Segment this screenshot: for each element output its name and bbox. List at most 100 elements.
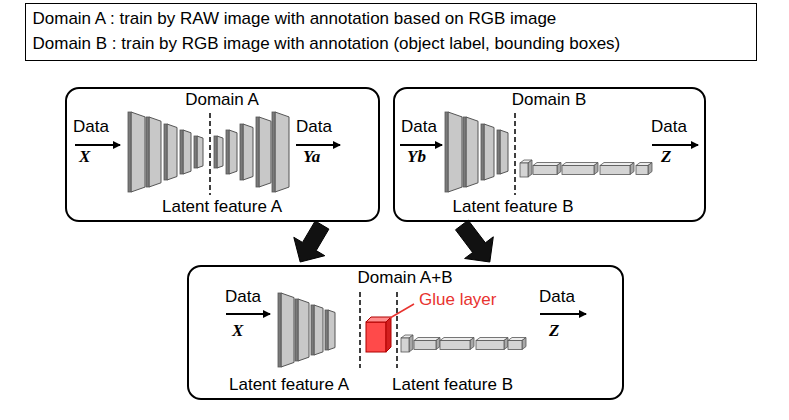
fc-top bbox=[600, 163, 634, 166]
data-arrow bbox=[652, 144, 698, 146]
layer-slab bbox=[484, 124, 494, 180]
node-text: Data bbox=[539, 287, 575, 307]
data-arrow bbox=[400, 144, 442, 146]
legend-box: Domain A : train by RAW image with annot… bbox=[25, 3, 757, 61]
node-text: Data bbox=[225, 287, 261, 307]
block-arrow bbox=[456, 220, 494, 262]
data-arrow bbox=[75, 144, 120, 146]
fc-top bbox=[440, 338, 474, 341]
fc-front bbox=[414, 341, 436, 350]
node-text: Data bbox=[651, 117, 687, 137]
layer-edge bbox=[272, 112, 275, 192]
domain-box: Domain B DataYb DataZ Latent feature B bbox=[393, 87, 706, 222]
layer-edge bbox=[180, 130, 183, 174]
glue-cube-front bbox=[366, 322, 386, 352]
data-arrow bbox=[540, 313, 586, 315]
fc-side bbox=[470, 338, 474, 350]
node-text: Z bbox=[661, 147, 671, 167]
layer-edge bbox=[146, 117, 149, 187]
dashed-split bbox=[514, 113, 516, 195]
node-text: Data bbox=[401, 117, 437, 137]
node-text: Yb bbox=[407, 147, 426, 167]
node-text: Domain B bbox=[512, 90, 587, 110]
fc-front bbox=[636, 166, 648, 175]
node-text: Latent feature B bbox=[392, 375, 513, 395]
layer-edge bbox=[164, 124, 167, 180]
fc-side bbox=[504, 338, 508, 350]
fc-side bbox=[522, 338, 526, 350]
fc-front bbox=[600, 166, 630, 175]
layer-slab bbox=[197, 136, 203, 168]
fc-side bbox=[648, 163, 652, 175]
dashed-split bbox=[359, 292, 361, 368]
layer-edge bbox=[497, 130, 500, 174]
node-text: Domain B : train by RGB image with annot… bbox=[33, 34, 621, 54]
data-arrow bbox=[296, 144, 340, 146]
layer-slab bbox=[448, 112, 462, 192]
layer-slab bbox=[243, 124, 253, 180]
leader-line bbox=[390, 304, 414, 318]
layer-slab bbox=[131, 112, 145, 192]
layer-slab bbox=[466, 117, 478, 187]
domain-box: Domain ADataXDataYaLatent feature A bbox=[65, 87, 380, 222]
fc-side bbox=[630, 163, 634, 175]
layer-edge bbox=[256, 117, 259, 187]
data-arrow bbox=[226, 313, 270, 315]
layer-edge bbox=[240, 124, 243, 180]
fc-side bbox=[528, 160, 532, 177]
layer-slab bbox=[298, 299, 309, 361]
fc-front bbox=[533, 166, 557, 175]
dashed-split bbox=[396, 292, 398, 368]
node-text: Data bbox=[296, 117, 332, 137]
fc-front bbox=[508, 341, 522, 350]
node-text: Latent feature B bbox=[453, 197, 574, 217]
layer-edge bbox=[194, 136, 197, 168]
glue-cube-side bbox=[386, 317, 391, 352]
layer-slab bbox=[281, 293, 294, 367]
layer-slab bbox=[229, 130, 237, 174]
layer-slab bbox=[259, 117, 271, 187]
layer-edge bbox=[481, 124, 484, 180]
node-text: Z bbox=[549, 321, 559, 341]
layer-slab bbox=[275, 112, 289, 192]
layer-edge bbox=[214, 136, 217, 168]
node-text: X bbox=[79, 147, 90, 167]
glue-cube bbox=[366, 317, 391, 352]
node-text: Ya bbox=[303, 147, 320, 167]
layer-edge bbox=[311, 305, 314, 355]
split-lines bbox=[210, 113, 515, 368]
layer-slab bbox=[500, 130, 508, 174]
layer-slab bbox=[149, 117, 161, 187]
layer-slab bbox=[314, 305, 323, 355]
fc-side bbox=[409, 335, 413, 352]
node-text: Domain A bbox=[185, 90, 259, 110]
layer-edge bbox=[445, 112, 448, 192]
domain-box: Domain A+B DataX Glue layer DataZ Latent fea… bbox=[187, 265, 624, 400]
fc-top bbox=[533, 163, 561, 166]
block-arrow bbox=[294, 221, 329, 262]
fc-top bbox=[476, 338, 508, 341]
dashed-split bbox=[209, 113, 211, 195]
fc-side bbox=[557, 163, 561, 175]
layer-edge bbox=[278, 293, 281, 367]
node-text: X bbox=[232, 321, 243, 341]
node-text: Latent feature A bbox=[229, 375, 349, 395]
node-text: Latent feature A bbox=[162, 197, 282, 217]
layer-slab bbox=[167, 124, 177, 180]
fc-front bbox=[520, 163, 528, 177]
layer-edge bbox=[295, 299, 298, 361]
node-text: Domain A : train by RAW image with annot… bbox=[33, 9, 557, 29]
layer-edge bbox=[128, 112, 131, 192]
fc-front bbox=[476, 341, 504, 350]
layer-edge bbox=[463, 117, 466, 187]
network-layers bbox=[128, 112, 652, 367]
layer-slab bbox=[328, 310, 335, 350]
node-text: Glue layer bbox=[419, 290, 496, 310]
fc-side bbox=[594, 163, 598, 175]
fc-front bbox=[440, 341, 470, 350]
fc-top bbox=[562, 163, 598, 166]
node-text: Domain A+B bbox=[358, 268, 453, 288]
layer-edge bbox=[226, 130, 229, 174]
layer-slab bbox=[183, 130, 191, 174]
